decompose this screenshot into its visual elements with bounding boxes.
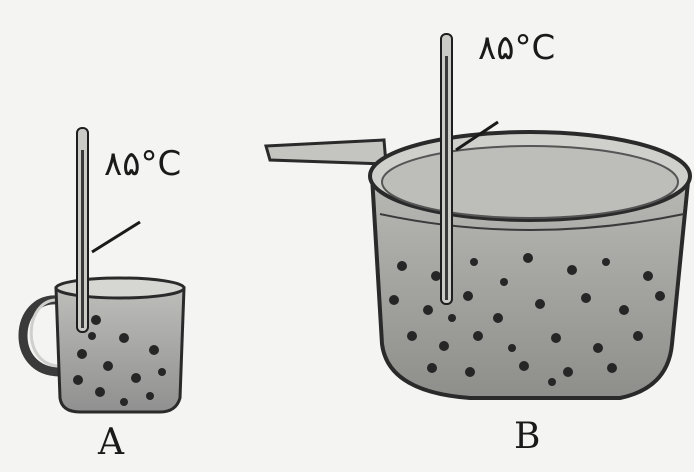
mug-body	[56, 288, 184, 412]
pointer-a	[92, 222, 140, 252]
pot-handle	[266, 140, 386, 164]
mug-rim	[56, 278, 184, 298]
container-label-a: A	[98, 422, 124, 463]
pot-b	[266, 34, 690, 398]
temperature-label-b: ۸۵°C	[478, 28, 556, 68]
container-label-b: B	[514, 416, 540, 457]
temperature-label-a: ۸۵°C	[104, 144, 182, 184]
